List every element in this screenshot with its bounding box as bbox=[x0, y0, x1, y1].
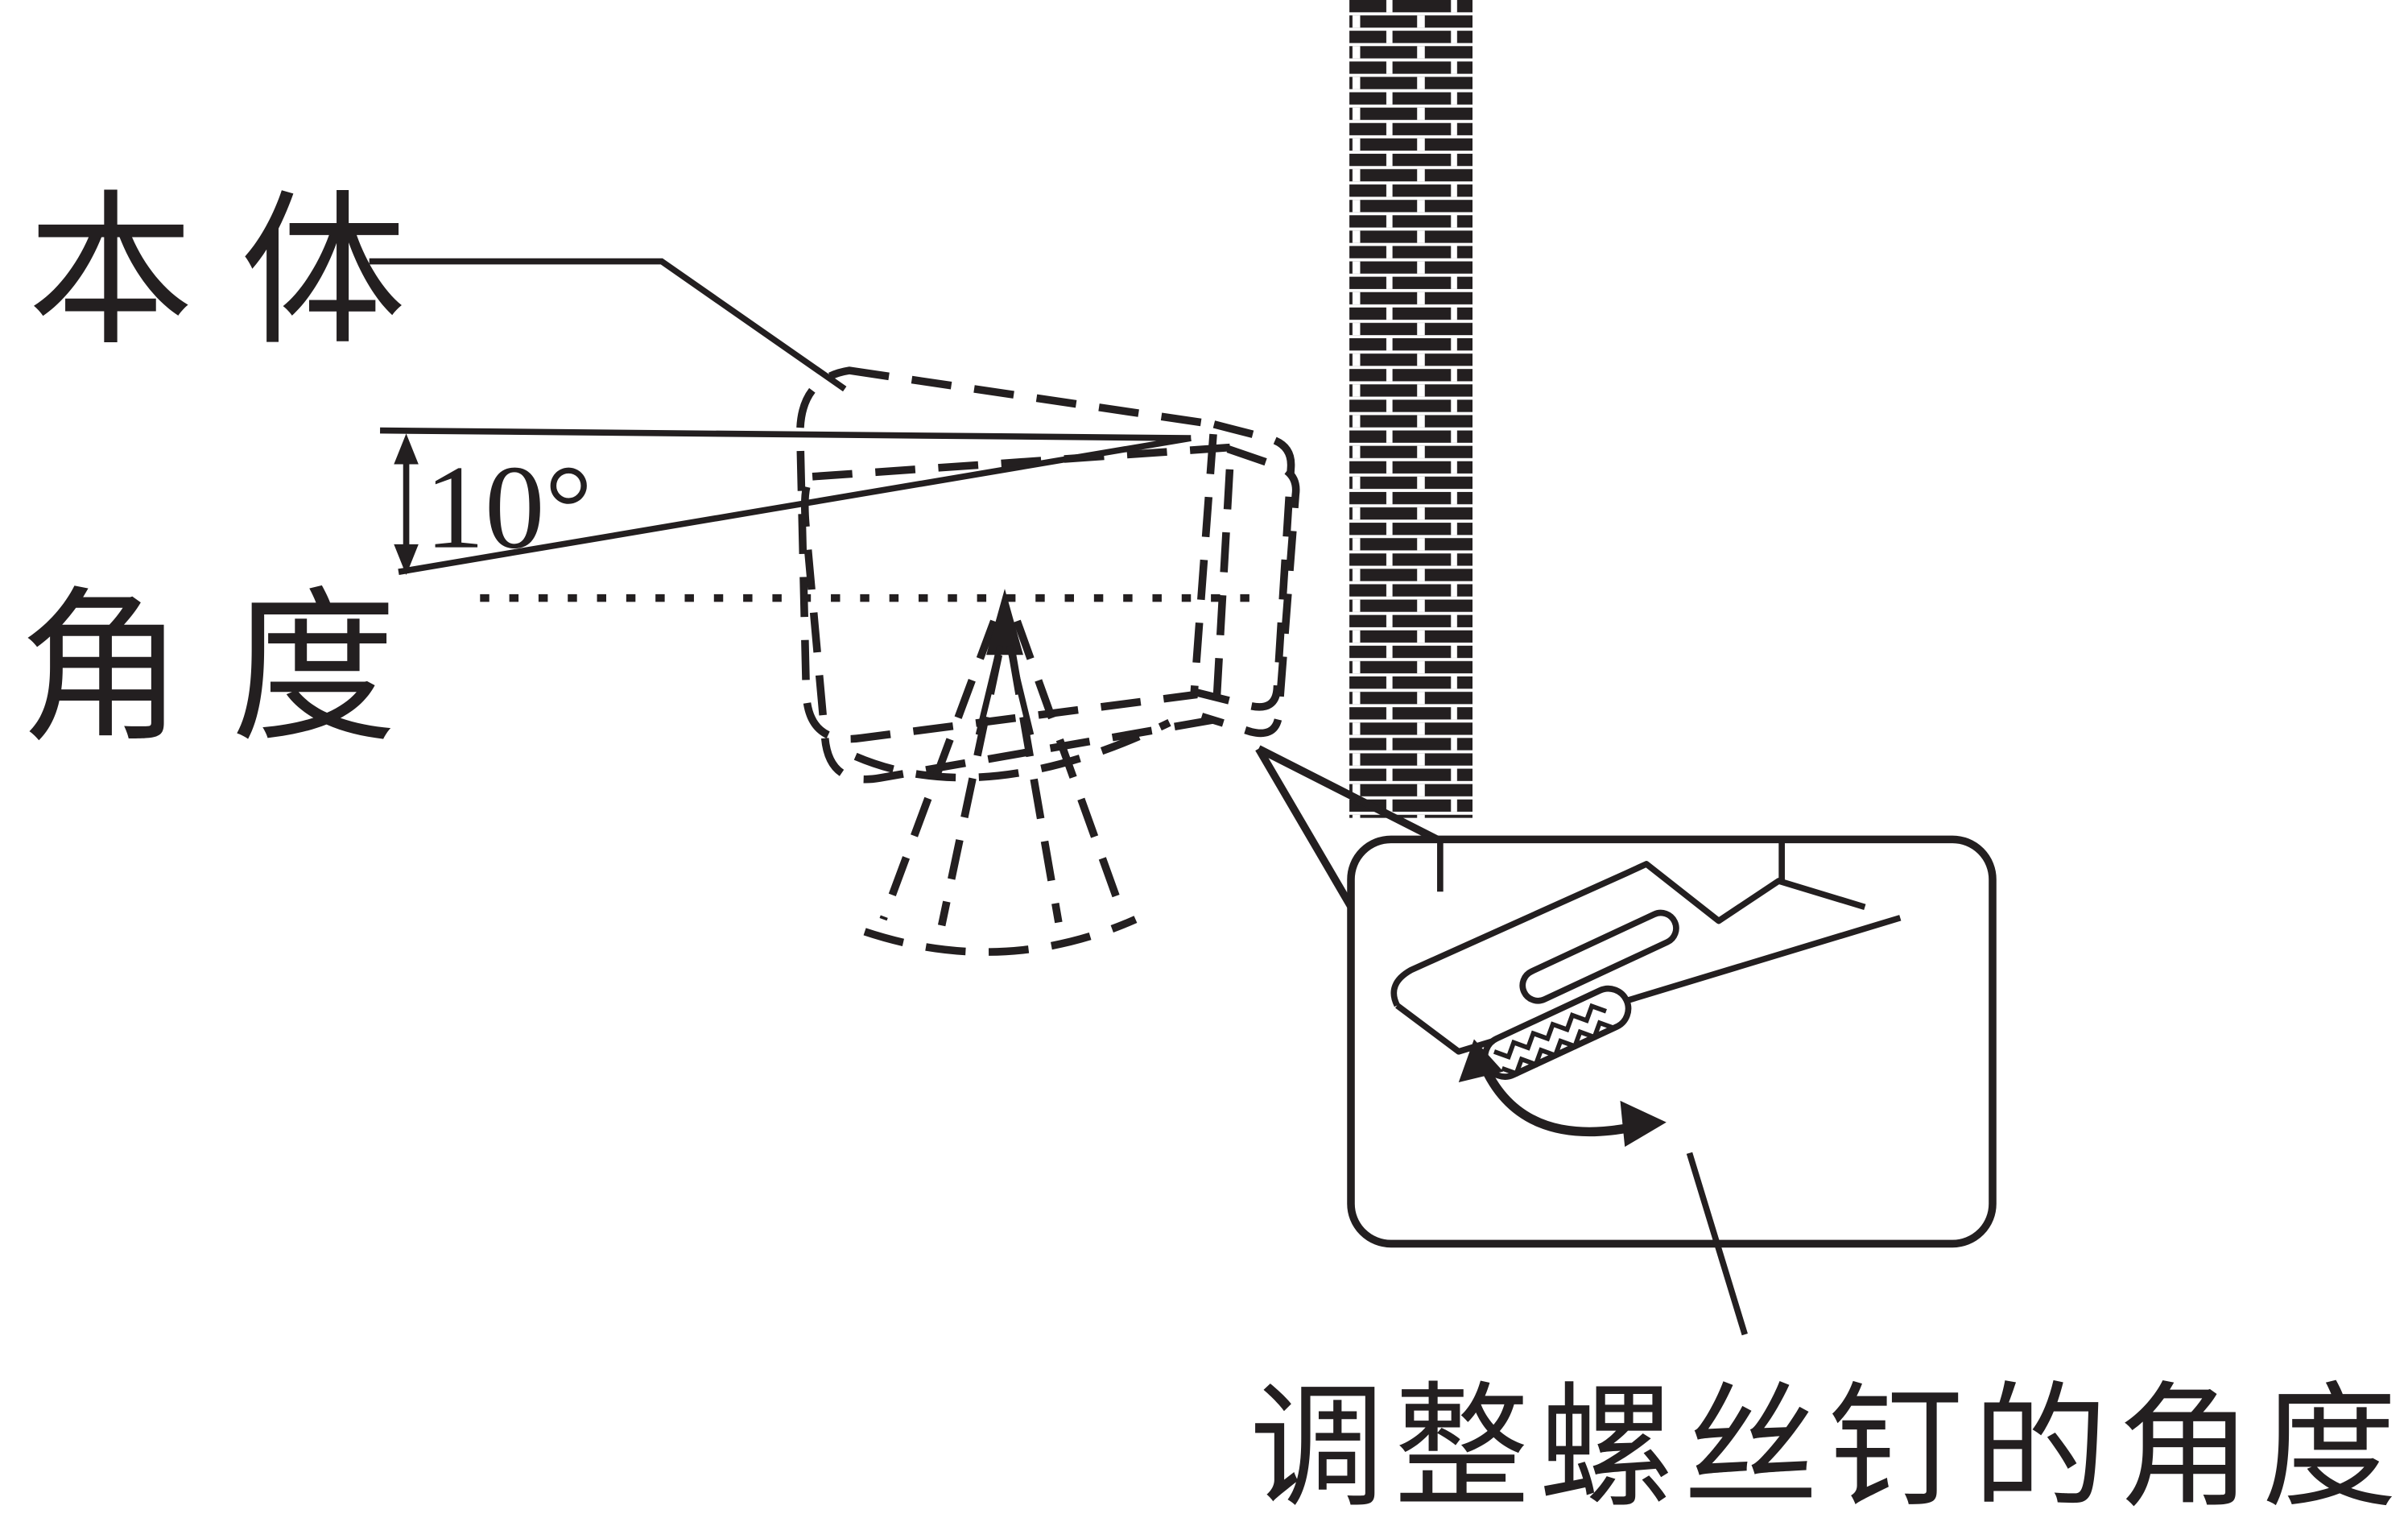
beam-inner-right-line bbox=[1008, 654, 1063, 924]
device-head-position-b bbox=[1200, 445, 1300, 738]
caption-leader-line bbox=[1686, 1152, 1748, 1336]
angle-value-label: 10° bbox=[424, 441, 593, 574]
screw-thread-zigzag-bottom bbox=[1501, 1019, 1615, 1077]
device-bottom-sweep bbox=[853, 718, 1171, 782]
device-body-position-a bbox=[796, 366, 1219, 743]
beam-bottom-arc bbox=[863, 916, 1138, 956]
rotate-arrow-arc bbox=[1479, 1061, 1635, 1137]
device-body-position-b bbox=[800, 443, 1236, 784]
beam-apex-shaft bbox=[975, 644, 1035, 736]
rotate-arrow-head-right bbox=[1620, 1100, 1667, 1148]
body-leader-line bbox=[369, 258, 847, 392]
bracket-plate-bottom-edge bbox=[1395, 915, 1902, 1055]
caption-label: 调整螺丝钉的角度 bbox=[1249, 1375, 2406, 1522]
angle-upper-line bbox=[380, 427, 1192, 441]
screw-slot bbox=[1519, 909, 1679, 1004]
detection-beam-icon bbox=[863, 589, 1138, 956]
bracket-plate-top-edge bbox=[1390, 861, 1866, 1007]
arrow-up-head-icon bbox=[394, 433, 419, 465]
angle-label: 角度 bbox=[19, 577, 443, 762]
callout-funnel-right bbox=[1257, 745, 1443, 845]
body-label: 本体 bbox=[27, 181, 452, 366]
callout-box bbox=[1347, 835, 1997, 1248]
hatched-wall-icon bbox=[1349, 0, 1473, 818]
beam-apex-arrow-icon bbox=[986, 589, 1023, 656]
device-outline-dashed bbox=[796, 366, 1300, 784]
arrow-down-head-icon bbox=[394, 544, 419, 575]
angle-indicator bbox=[380, 427, 1192, 575]
beam-inner-left-line bbox=[937, 654, 1003, 927]
callout-funnel-left bbox=[1255, 747, 1364, 924]
screw-thread-zigzag-top bbox=[1493, 1003, 1607, 1061]
beam-left-line bbox=[879, 619, 998, 921]
device-head-position-a bbox=[1192, 420, 1295, 711]
rotate-arrow-head-left bbox=[1458, 1039, 1504, 1082]
beam-right-line bbox=[1013, 619, 1127, 918]
angle-lower-line bbox=[398, 435, 1192, 575]
rotate-arrow-icon bbox=[1458, 1039, 1667, 1148]
